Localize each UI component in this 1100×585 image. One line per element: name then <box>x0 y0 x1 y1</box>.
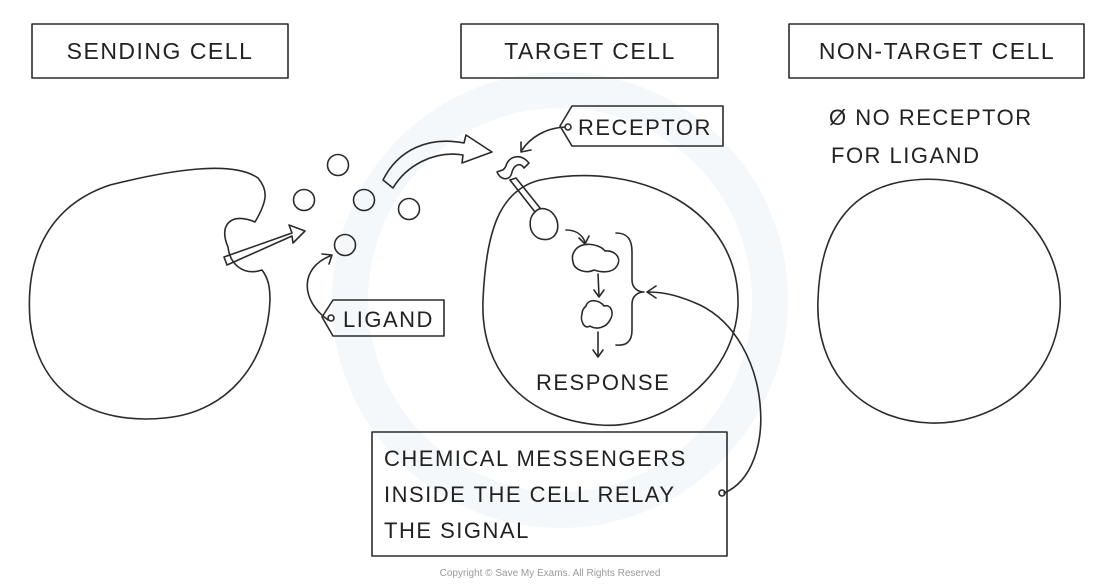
messengers-note-box: CHEMICAL MESSENGERS INSIDE THE CELL RELA… <box>371 431 728 557</box>
header-non-target-cell-label: NON-TARGET CELL <box>819 38 1055 64</box>
ligand-label: LIGAND <box>343 307 434 332</box>
ligand-pointer <box>306 253 333 321</box>
no-receptor-line-2: FOR LIGAND <box>831 143 980 168</box>
response-label: RESPONSE <box>536 370 670 395</box>
ligand-travel-arrow <box>382 134 493 189</box>
header-target-cell-label: TARGET CELL <box>504 38 676 64</box>
messenger-bracket <box>615 232 645 346</box>
secretion-arrow <box>223 224 306 266</box>
messengers-pointer <box>646 285 762 494</box>
receptor-label: RECEPTOR <box>578 115 712 140</box>
ligand-molecule <box>333 233 357 257</box>
ligand-molecule <box>292 188 316 212</box>
ligand-tag: LIGAND <box>321 299 445 337</box>
receptor-tag: RECEPTOR <box>559 105 724 147</box>
messenger-1 <box>571 243 620 273</box>
header-sending-cell: SENDING CELL <box>31 23 289 79</box>
ligand-molecule <box>326 153 350 177</box>
receptor-pointer <box>520 126 566 153</box>
target-cell <box>482 174 739 427</box>
messengers-note-line-3: THE SIGNAL <box>384 518 530 543</box>
messengers-note-line-2: INSIDE THE CELL RELAY <box>384 482 676 507</box>
copyright-footer: Copyright © Save My Exams. All Rights Re… <box>440 568 661 579</box>
relay-arrow-1 <box>565 229 590 245</box>
sending-cell <box>28 167 271 420</box>
relay-arrow-3 <box>592 331 604 358</box>
ligand-molecules <box>292 153 421 257</box>
non-target-cell <box>817 178 1061 424</box>
header-non-target-cell: NON-TARGET CELL <box>788 23 1085 79</box>
relay-arrow-2 <box>593 273 605 298</box>
header-sending-cell-label: SENDING CELL <box>67 38 254 64</box>
ligand-molecule <box>397 197 421 221</box>
ligand-molecule <box>352 188 376 212</box>
no-receptor-line-1: Ø NO RECEPTOR <box>829 105 1033 130</box>
messengers-note-line-1: CHEMICAL MESSENGERS <box>384 446 687 471</box>
receptor <box>496 155 559 241</box>
header-target-cell: TARGET CELL <box>460 23 719 79</box>
messenger-2 <box>580 299 613 329</box>
